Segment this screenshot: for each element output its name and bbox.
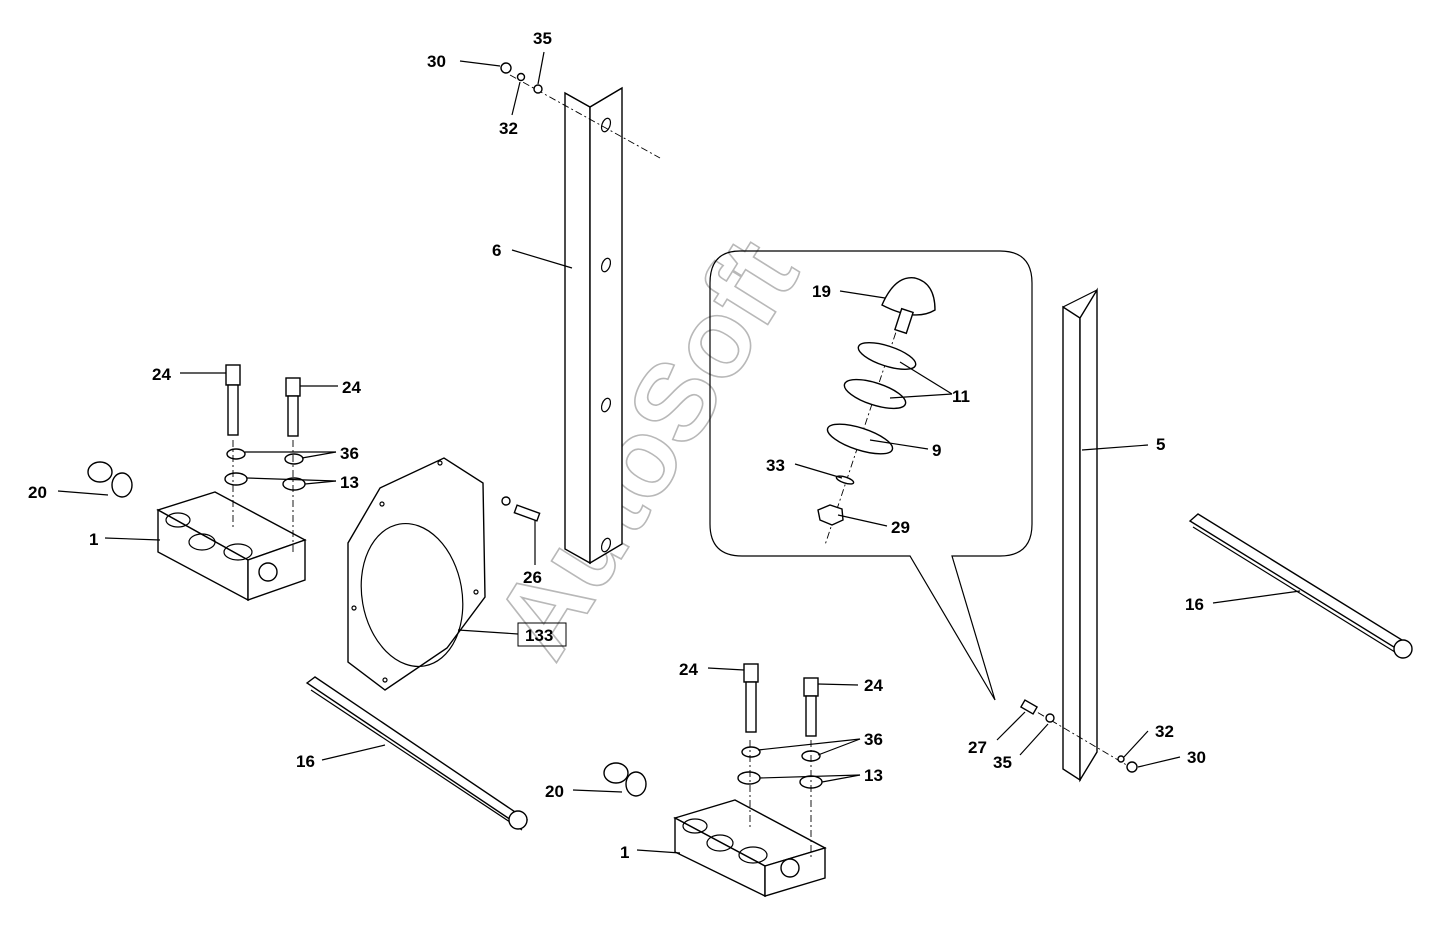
- callout-133-box: [517, 622, 567, 647]
- bolts-bottom: [737, 663, 823, 860]
- callout-36-left: 36: [340, 444, 359, 463]
- callout-32-bottom: 32: [1155, 722, 1174, 741]
- support-block-bottom: [673, 799, 827, 898]
- callout-35-top: 35: [533, 29, 552, 48]
- callout-19: 19: [812, 282, 831, 301]
- callout-20-left: 20: [28, 483, 47, 502]
- callout-133: 133: [525, 626, 553, 645]
- callout-20-bottom: 20: [545, 782, 564, 801]
- callout-labels: 30 35 32 6 19 11 9 33 29 5 24 24 36 13 2…: [28, 29, 1206, 862]
- callout-6: 6: [492, 241, 501, 260]
- seal-strip-16-left: [305, 676, 529, 831]
- callout-36-bottom: 36: [864, 730, 883, 749]
- callout-32-top: 32: [499, 119, 518, 138]
- callout-24-bottom-a: 24: [679, 660, 698, 679]
- callout-29: 29: [891, 518, 910, 537]
- leader-lines: [57, 51, 1301, 854]
- callout-1-bottom: 1: [620, 843, 629, 862]
- nut-and-washers-top: [500, 62, 543, 94]
- callout-16-left: 16: [296, 752, 315, 771]
- seal-strip-16-right: [1188, 513, 1413, 659]
- callout-24-left-a: 24: [152, 365, 171, 384]
- callout-24-left-b: 24: [342, 378, 361, 397]
- callout-33: 33: [766, 456, 785, 475]
- callout-1-left: 1: [89, 530, 98, 549]
- cap-20-left: [87, 461, 133, 498]
- angle-bar-5: [1024, 287, 1136, 783]
- octagonal-plate-133: [347, 457, 541, 691]
- callout-30-top: 30: [427, 52, 446, 71]
- callout-5: 5: [1156, 435, 1165, 454]
- support-block-left: [156, 491, 307, 602]
- callout-13-left: 13: [340, 473, 359, 492]
- callout-9: 9: [932, 441, 941, 460]
- watermark: AutoSoft: [471, 219, 821, 678]
- callout-27: 27: [968, 738, 987, 757]
- callout-16-right: 16: [1185, 595, 1204, 614]
- cap-20-bottom: [603, 762, 647, 797]
- callout-13-bottom: 13: [864, 766, 883, 785]
- bolts-left: [224, 364, 306, 555]
- callout-24-bottom-b: 24: [864, 676, 883, 695]
- callout-26: 26: [523, 568, 542, 587]
- callout-35-bottom: 35: [993, 753, 1012, 772]
- callout-11: 11: [952, 387, 970, 406]
- angle-bar-6: [509, 74, 661, 565]
- bolt-and-washers-bottom-right: [1019, 699, 1138, 773]
- callout-30-bottom: 30: [1187, 748, 1206, 767]
